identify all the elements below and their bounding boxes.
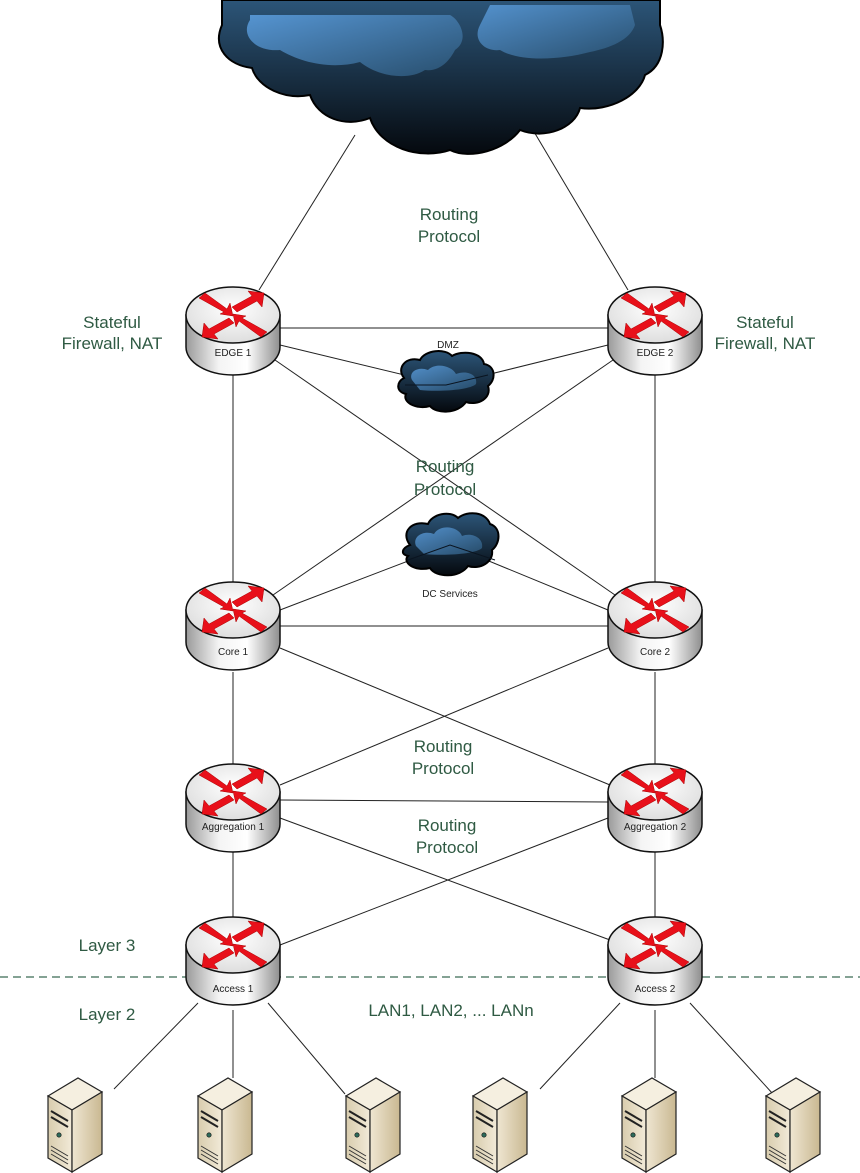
server-icon (472, 1077, 528, 1173)
svg-text:Protocol: Protocol (418, 227, 480, 246)
svg-text:Protocol: Protocol (412, 759, 474, 778)
link-access2-server6 (689, 1002, 774, 1095)
links (113, 124, 774, 1095)
router-label: Access 2 (635, 984, 676, 995)
server-icon (47, 1077, 103, 1173)
server-icon (345, 1077, 401, 1173)
dmz-cloud-icon (397, 350, 495, 413)
svg-text:Routing: Routing (416, 457, 475, 476)
servers (47, 1077, 821, 1173)
annotations: Routing Protocol Stateful Firewall, NAT … (62, 205, 816, 1024)
router-edge1: EDGE 1 (185, 286, 281, 376)
svg-text:Protocol: Protocol (416, 838, 478, 857)
router-icon (185, 763, 281, 853)
svg-text:Firewall, NAT: Firewall, NAT (715, 334, 816, 353)
router-label: EDGE 2 (637, 348, 674, 359)
internet-cloud-icon (217, 0, 664, 155)
server-icon (197, 1077, 253, 1173)
dc-services-cloud: DC Services (402, 512, 500, 600)
layer3-label: Layer 3 (79, 936, 136, 955)
link-access1-server1 (113, 1002, 199, 1090)
routing-protocol-label-edge-core: Routing Protocol (414, 457, 476, 499)
link-agg1-agg2 (279, 799, 609, 803)
router-label: Access 1 (213, 984, 254, 995)
stateful-firewall-label-right: Stateful Firewall, NAT (715, 313, 816, 353)
router-icon (607, 763, 703, 853)
router-icon (607, 286, 703, 376)
link-access2-server4 (539, 1002, 621, 1090)
router-label: Core 1 (218, 647, 248, 658)
link-edge2-core1 (272, 359, 614, 596)
link-agg1-access2 (279, 817, 611, 941)
server-icon (765, 1077, 821, 1173)
dc-services-cloud-icon (402, 512, 500, 577)
dmz-cloud: DMZ (397, 340, 495, 413)
routing-protocol-label-core-agg: Routing Protocol (412, 737, 474, 778)
router-access2: Access 2 (607, 916, 703, 1006)
link-internet-edge1 (258, 134, 356, 291)
link-agg2-access1 (279, 817, 609, 946)
svg-text:Stateful: Stateful (83, 313, 141, 332)
lans-label: LAN1, LAN2, ... LANn (368, 1001, 533, 1020)
router-label: Aggregation 2 (624, 822, 687, 833)
router-core1: Core 1 (185, 581, 281, 671)
link-core2-agg1 (279, 647, 609, 786)
dc-services-label: DC Services (422, 589, 478, 600)
link-edge1-core2 (274, 359, 616, 596)
router-access1: Access 1 (185, 916, 281, 1006)
router-agg1: Aggregation 1 (185, 763, 281, 853)
router-edge2: EDGE 2 (607, 286, 703, 376)
routing-protocol-label-top: Routing Protocol (418, 205, 480, 246)
link-access1-server3 (267, 1002, 346, 1095)
link-internet-edge2 (529, 124, 629, 291)
router-core2: Core 2 (607, 581, 703, 671)
svg-text:Routing: Routing (420, 205, 479, 224)
router-agg2: Aggregation 2 (607, 763, 703, 853)
routing-protocol-label-agg-access: Routing Protocol (416, 816, 478, 857)
svg-text:Routing: Routing (414, 737, 473, 756)
svg-text:Firewall, NAT: Firewall, NAT (62, 334, 163, 353)
router-label: Aggregation 1 (202, 822, 265, 833)
layer2-label: Layer 2 (79, 1005, 136, 1024)
dmz-label: DMZ (437, 340, 459, 351)
router-icon (185, 286, 281, 376)
svg-text:Stateful: Stateful (736, 313, 794, 332)
svg-text:Protocol: Protocol (414, 480, 476, 499)
router-label: EDGE 1 (215, 348, 252, 359)
router-label: Core 2 (640, 647, 670, 658)
stateful-firewall-label-left: Stateful Firewall, NAT (62, 313, 163, 353)
svg-text:Routing: Routing (418, 816, 477, 835)
server-icon (621, 1077, 677, 1173)
